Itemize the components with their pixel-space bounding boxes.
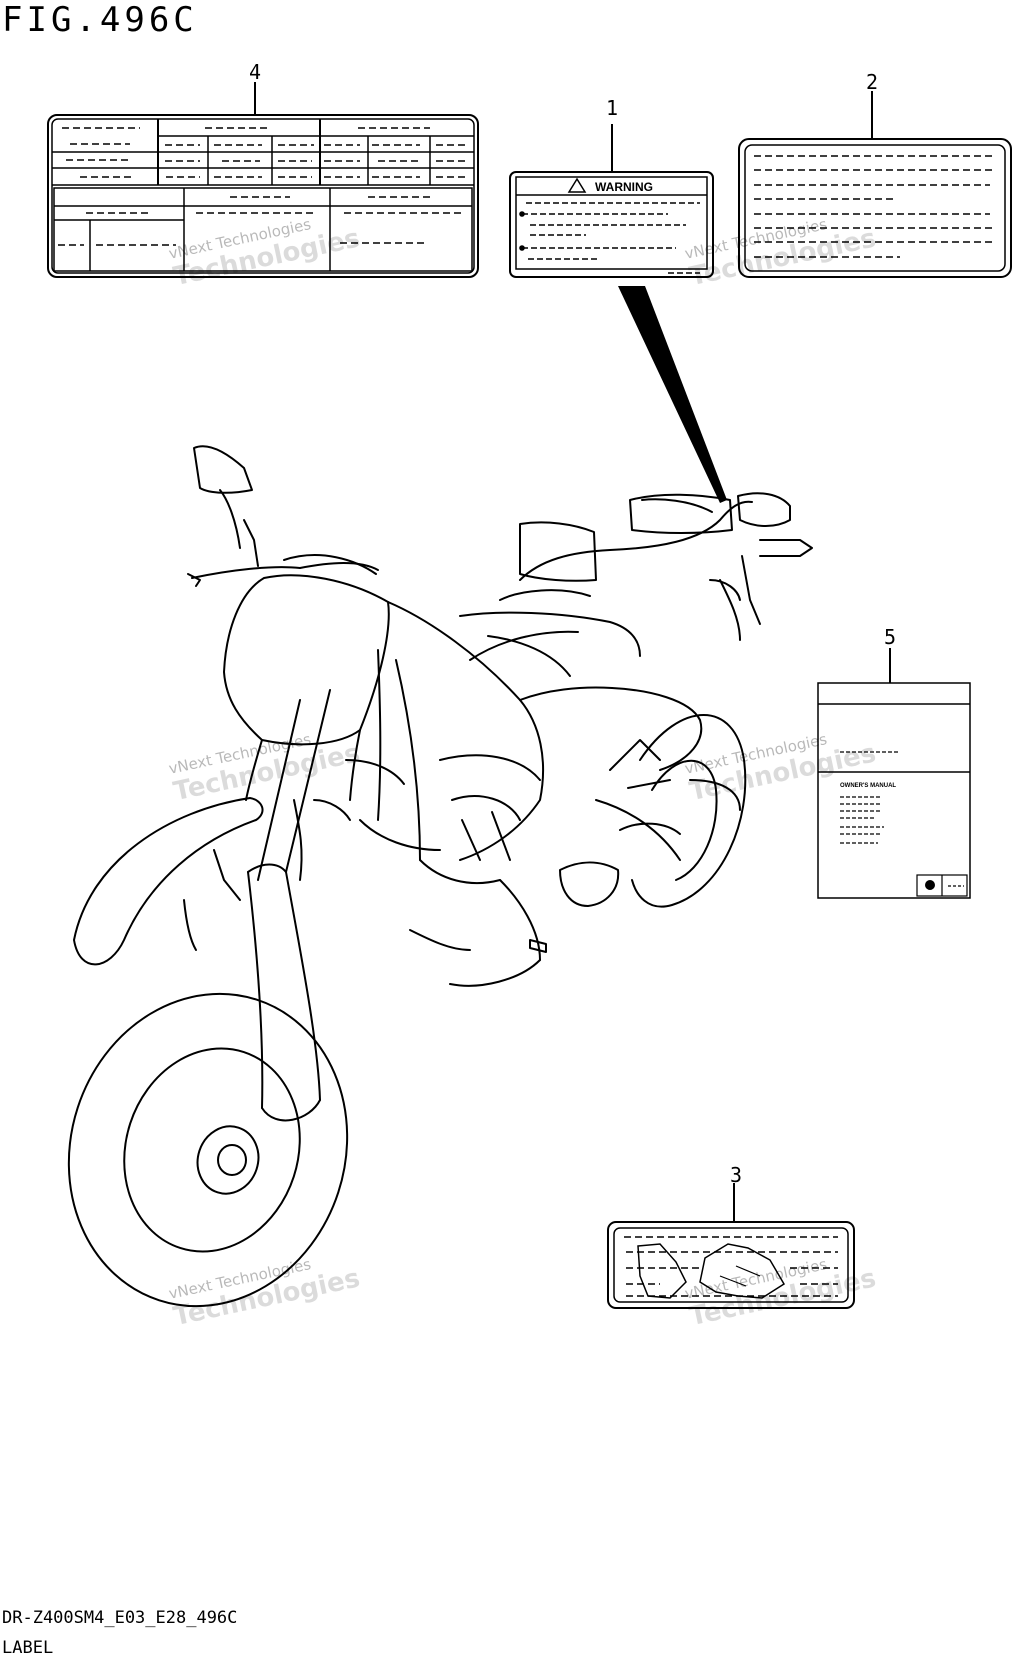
- label-5-manual: [817, 648, 971, 899]
- label-4-table: [47, 82, 479, 278]
- label-3: [607, 1183, 855, 1309]
- figure-code: DR-Z400SM4_E03_E28_496C: [2, 1608, 238, 1628]
- figure-title: FIG.496C: [2, 0, 198, 40]
- owners-manual-text: OWNER'S MANUAL: [840, 783, 896, 789]
- callout-2: 2: [866, 70, 879, 94]
- callout-3: 3: [730, 1163, 743, 1187]
- label-1-warning: [509, 124, 727, 503]
- callout-4: 4: [249, 60, 262, 84]
- label-2: [738, 91, 1012, 278]
- motorcycle-outline: [67, 445, 813, 1308]
- figure-name: LABEL: [2, 1638, 54, 1658]
- callout-5: 5: [884, 625, 897, 649]
- callout-1: 1: [606, 96, 619, 120]
- warning-text: WARNING: [595, 180, 653, 194]
